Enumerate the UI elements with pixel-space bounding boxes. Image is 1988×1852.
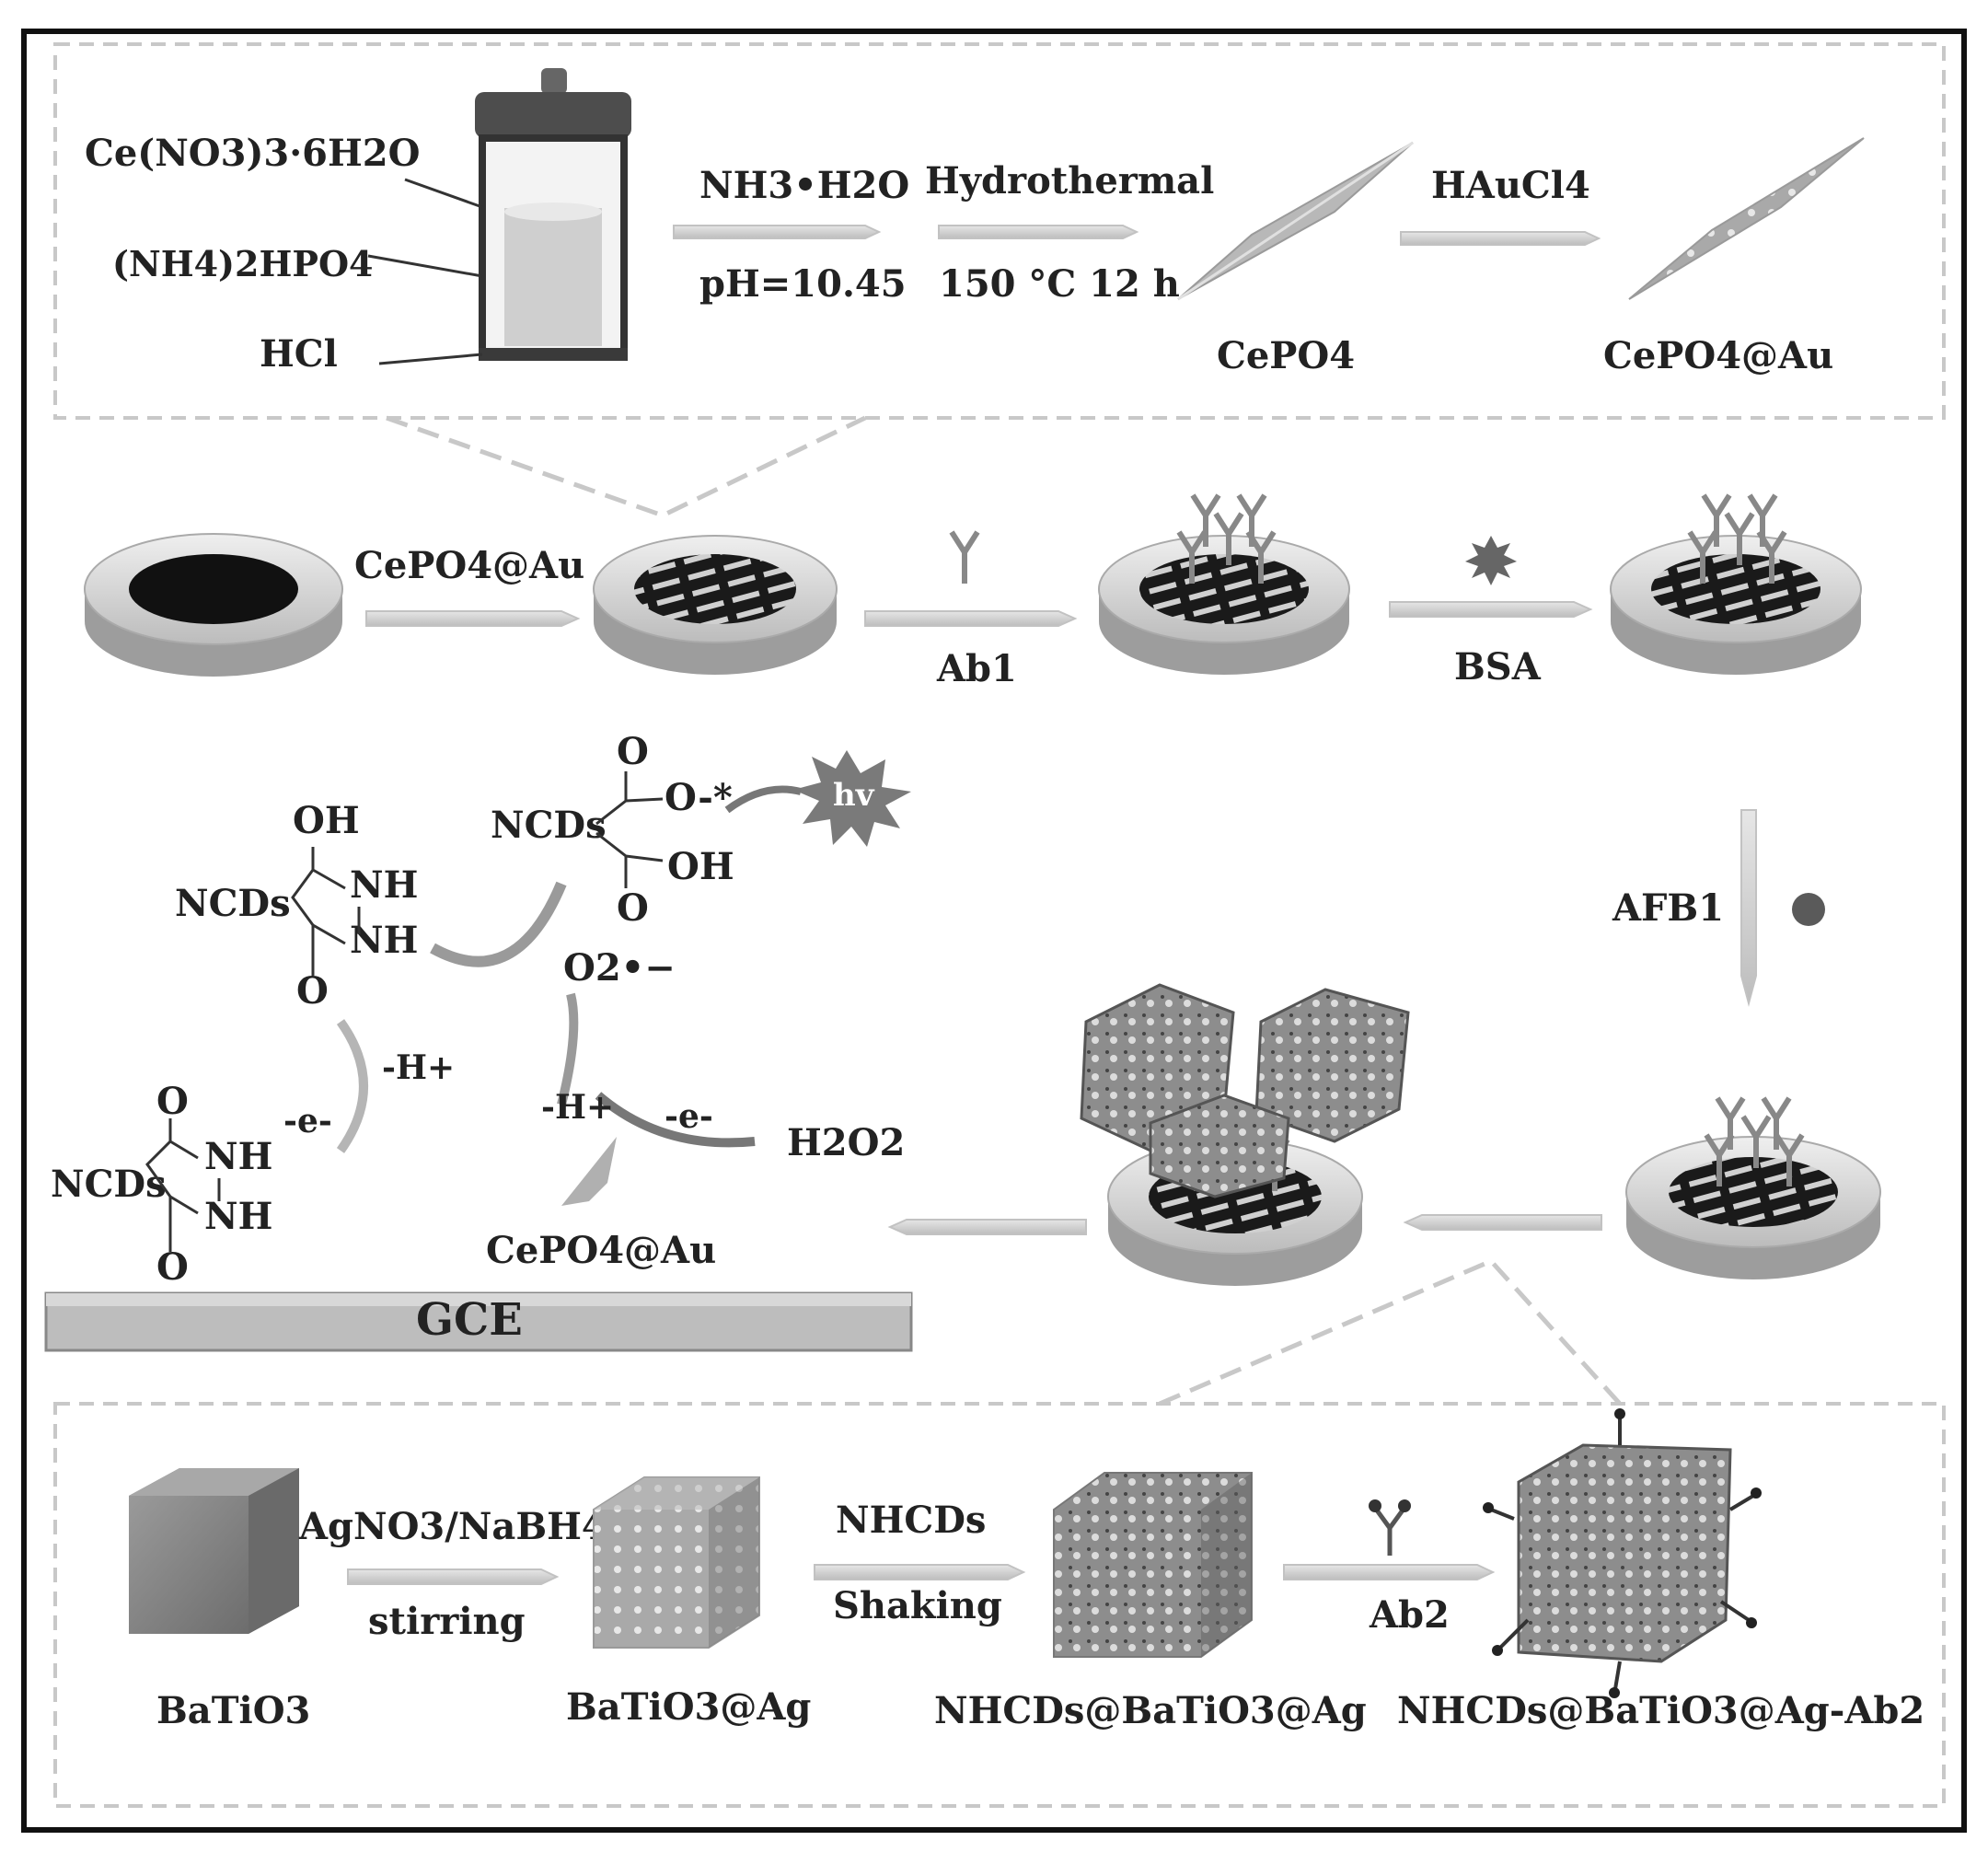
arrow-left-1 [1403,1214,1602,1231]
antibody-icon-ab1 [952,532,977,584]
label-hydrothermal: Hydrothermal [925,159,1214,203]
hv-burst-icon [793,750,911,847]
top-zoom-lines [386,415,867,518]
arrow-afb1 [1740,809,1757,1007]
bsa-icon [1465,536,1517,585]
label-haucl4: HAuCl4 [1431,164,1590,207]
arrow-curve-3 [557,992,579,1106]
arrow-ab1 [864,610,1078,627]
mech-hv: hv [833,777,875,814]
electrode-bare [84,533,343,677]
mech-o2: O2•− [563,946,676,990]
mech-hplus-2: -H+ [541,1088,614,1127]
bottom-panel [53,1402,1946,1808]
label-stirring: stirring [368,1600,526,1643]
electrode-bsa [1610,495,1862,675]
mech-ring-1 [291,847,361,976]
arrow-curve-4 [595,1092,756,1148]
mech-ncds-2: NCDs [491,804,607,847]
arrow-nhcds [814,1564,1026,1580]
gce-bar [44,1291,913,1352]
mech-nh-4: NH [204,1195,272,1238]
electrode-ab1 [1098,495,1350,675]
batio3-cube [129,1468,299,1634]
batio3-ag-cube [593,1476,760,1649]
arrow-agno3 [347,1568,560,1585]
mech-nh-3: NH [204,1135,272,1178]
label-ph: pH=10.45 [699,262,907,306]
mech-ring-2 [145,1118,221,1252]
outer-frame [21,29,1967,1833]
label-shaking: Shaking [833,1584,1002,1627]
reagent-line-3 [378,353,483,365]
mech-cepo4au: CePO4@Au [486,1229,716,1272]
label-gce: GCE [416,1294,523,1346]
mech-oh-1: OH [293,799,360,842]
arrow-mod-1 [365,610,581,627]
autoclave-icon [475,68,631,361]
label-nh3: NH3•H2O [699,164,909,207]
electrode-afb1 [1625,1098,1881,1279]
label-batio3: BaTiO3 [156,1689,310,1732]
afb1-icon [1792,893,1825,926]
arrow-left-2 [887,1219,1087,1235]
top-panel [53,42,1946,420]
label-final-conjugate: NHCDs@BaTiO3@Ag-Ab2 [1397,1689,1924,1732]
catalyst-spark-icon [561,1137,617,1206]
electrode-cepo4au [593,535,838,675]
label-cepo4: CePO4 [1217,334,1355,377]
nhcds-batio3-ag-cube [1053,1472,1253,1658]
arrow-curve-1 [430,881,567,967]
arrow-to-hv [724,785,802,814]
mech-oh-2: OH [667,845,734,888]
bottom-zoom-lines [1159,1257,1622,1406]
label-cepo4au-mid: CePO4@Au [354,544,584,587]
label-ab1: Ab1 [936,647,1017,690]
arrow-haucl4 [1400,231,1601,246]
reagent-hcl: HCl [260,332,338,376]
label-afb1: AFB1 [1612,886,1724,930]
arrow-hydrothermal [938,225,1139,239]
label-150c: 150 °C 12 h [939,262,1180,306]
label-nhcds-batio3-ag: NHCDs@BaTiO3@Ag [934,1689,1367,1732]
mech-hplus-1: -H+ [382,1048,455,1087]
mech-ncds-3: NCDs [51,1163,167,1206]
mech-ostar: O-* [665,776,733,819]
label-nhcds: NHCDs [836,1499,986,1542]
mech-o-2: O [617,730,649,773]
mech-o-5: O [156,1245,189,1289]
mech-nh-1: NH [350,863,418,907]
arrow-ab2 [1283,1564,1496,1580]
label-bsa: BSA [1454,645,1542,689]
mech-o-4: O [156,1080,189,1123]
mech-o-3: O [617,886,649,930]
mech-chain [595,771,664,888]
antibody-icon-ab2 [1369,1499,1411,1556]
mech-h2o2: H2O2 [787,1121,905,1164]
mech-eminus-1: -e- [283,1102,332,1140]
cepo4au-crystal [1628,137,1865,300]
reagent-line-2 [367,254,483,278]
mech-o-1: O [296,969,329,1013]
mech-ncds-1: NCDs [175,882,291,925]
reagent-ce-nitrate: Ce(NO3)3·6H2O [85,132,420,175]
final-conjugate-cube [1483,1408,1762,1698]
arrow-curve-2 [336,1019,368,1153]
nanocube-3 [1149,1094,1290,1198]
arrow-nh3 [673,225,882,239]
reagent-ammonium-phosphate: (NH4)2HPO4 [112,243,374,284]
label-agno3: AgNO3/NaBH4 [298,1505,607,1548]
label-batio3-ag: BaTiO3@Ag [566,1685,811,1729]
mech-eminus-2: -e- [665,1097,713,1136]
label-ab2: Ab2 [1369,1593,1450,1637]
mech-nh-2: NH [350,919,418,962]
reagent-line-1 [404,178,483,209]
label-cepo4au-top: CePO4@Au [1603,334,1833,377]
arrow-bsa [1389,601,1593,618]
